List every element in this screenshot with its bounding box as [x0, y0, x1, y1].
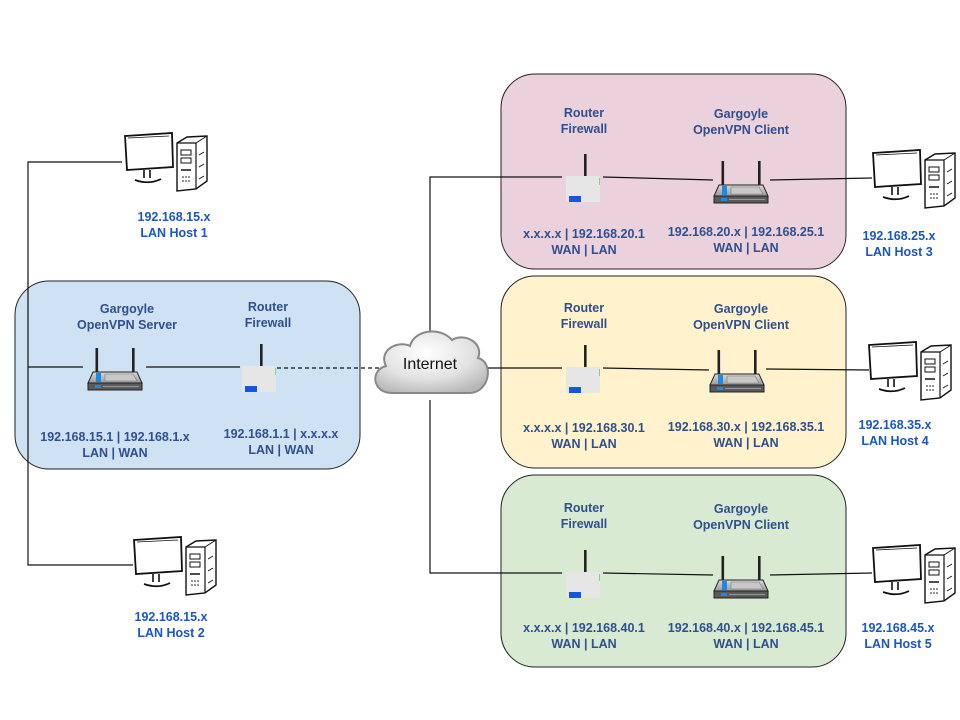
link-fw2-client2: [602, 367, 710, 371]
link-fw1-client1: [602, 176, 714, 181]
zone3-vpn-client-addresses: 192.168.40.x | 192.168.45.1 WAN | LAN: [667, 621, 825, 651]
vpn-server-name: Gargoyle OpenVPN Server: [76, 302, 178, 332]
lan-host-4-label: 192.168.35.x LAN Host 4: [858, 418, 932, 448]
client-zone-3: [500, 474, 847, 668]
lan-host-4-computer-icon: [868, 341, 952, 401]
link-client1-host3: [769, 177, 873, 181]
vpn-server-addresses: 192.168.15.1 | 192.168.1.x LAN | WAN: [40, 430, 190, 460]
internet-cloud-icon: [374, 330, 489, 394]
lan-host-3-label: 192.168.25.x LAN Host 3: [862, 229, 936, 259]
server-firewall-addresses: 192.168.1.1 | x.x.x.x LAN | WAN: [223, 427, 339, 457]
client-zone-1: [500, 73, 847, 270]
links: [27, 161, 873, 576]
lan-host-1-computer-icon: [124, 132, 208, 192]
server-zone: [14, 280, 361, 470]
zone1-firewall-name: Router Firewall: [560, 106, 608, 136]
zone3-firewall-addresses: x.x.x.x | 192.168.40.1 WAN | LAN: [523, 621, 645, 651]
lan-host-5-label: 192.168.45.x LAN Host 5: [861, 621, 935, 651]
link-fw3-client3: [602, 572, 714, 576]
link-internet-zone3: [429, 400, 562, 574]
lan-host-5-computer-icon: [872, 544, 956, 604]
link-client3-host5: [769, 572, 873, 576]
zone2-vpn-client-addresses: 192.168.30.x | 192.168.35.1 WAN | LAN: [667, 420, 825, 450]
zone3-firewall-name: Router Firewall: [560, 501, 608, 531]
zone1-vpn-client-name: Gargoyle OpenVPN Client: [693, 107, 789, 137]
link-host1-server: [27, 161, 133, 566]
zone3-vpn-client-name: Gargoyle OpenVPN Client: [693, 502, 789, 532]
server-firewall-name: Router Firewall: [244, 300, 292, 330]
zone1-vpn-client-addresses: 192.168.20.x | 192.168.25.1 WAN | LAN: [667, 225, 825, 255]
client-zone-2: [500, 275, 847, 469]
link-client2-host4: [765, 368, 870, 371]
zone2-firewall-name: Router Firewall: [560, 301, 608, 331]
link-internet-zone1: [429, 176, 562, 335]
internet-label: Internet: [402, 356, 458, 373]
zone2-firewall-addresses: x.x.x.x | 192.168.30.1 WAN | LAN: [523, 421, 645, 451]
lan-host-2-computer-icon: [133, 536, 217, 596]
lan-host-3-computer-icon: [872, 149, 956, 209]
zone2-vpn-client-name: Gargoyle OpenVPN Client: [693, 302, 789, 332]
lan-host-1-label: 192.168.15.x LAN Host 1: [137, 210, 211, 240]
zone1-firewall-addresses: x.x.x.x | 192.168.20.1 WAN | LAN: [523, 227, 645, 257]
lan-host-2-label: 192.168.15.x LAN Host 2: [134, 610, 208, 640]
